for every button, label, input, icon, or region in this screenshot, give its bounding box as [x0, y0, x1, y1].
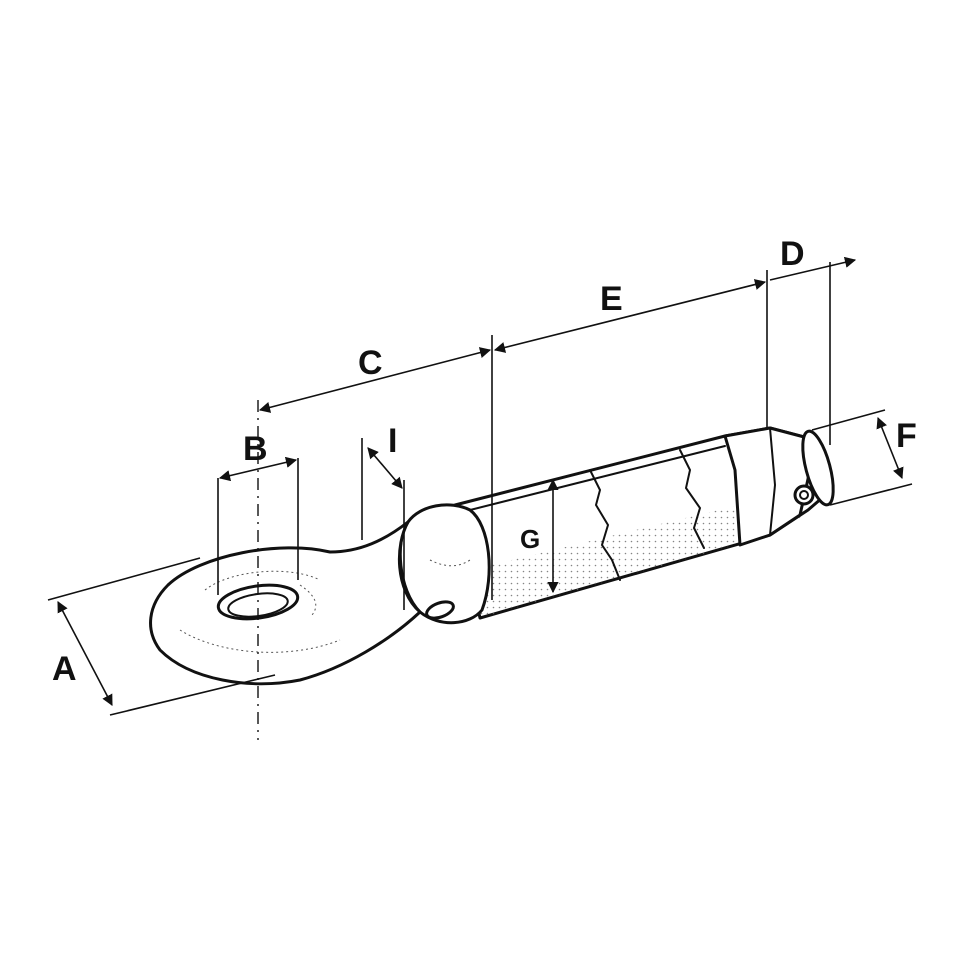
label-e: E: [600, 280, 623, 318]
label-a: A: [52, 650, 77, 688]
collar-hole: [425, 600, 455, 620]
eye-hole-inner: [227, 592, 289, 618]
dimension-e-line: [493, 279, 767, 353]
dimensions: A B C E D F G I: [47, 235, 917, 740]
label-d: D: [780, 235, 805, 273]
label-b: B: [243, 430, 268, 468]
label-i: I: [388, 422, 397, 460]
break-line-left: [589, 469, 621, 581]
label-c: C: [358, 344, 383, 382]
label-f: F: [896, 417, 917, 455]
rod-end-cap: [801, 429, 835, 507]
hex-nut-edge: [769, 427, 777, 536]
dimension-i-line: [367, 447, 403, 489]
dimension-b-line: [218, 456, 298, 482]
hex-nut: [723, 426, 812, 547]
dimension-c-line: [258, 347, 492, 413]
dimension-d-line: [769, 256, 857, 281]
dimension-a-line: [57, 601, 113, 706]
label-g: G: [520, 524, 540, 554]
break-line-right: [679, 449, 705, 549]
dimension-f-line: [876, 416, 904, 480]
cotter-pin: [793, 484, 815, 506]
